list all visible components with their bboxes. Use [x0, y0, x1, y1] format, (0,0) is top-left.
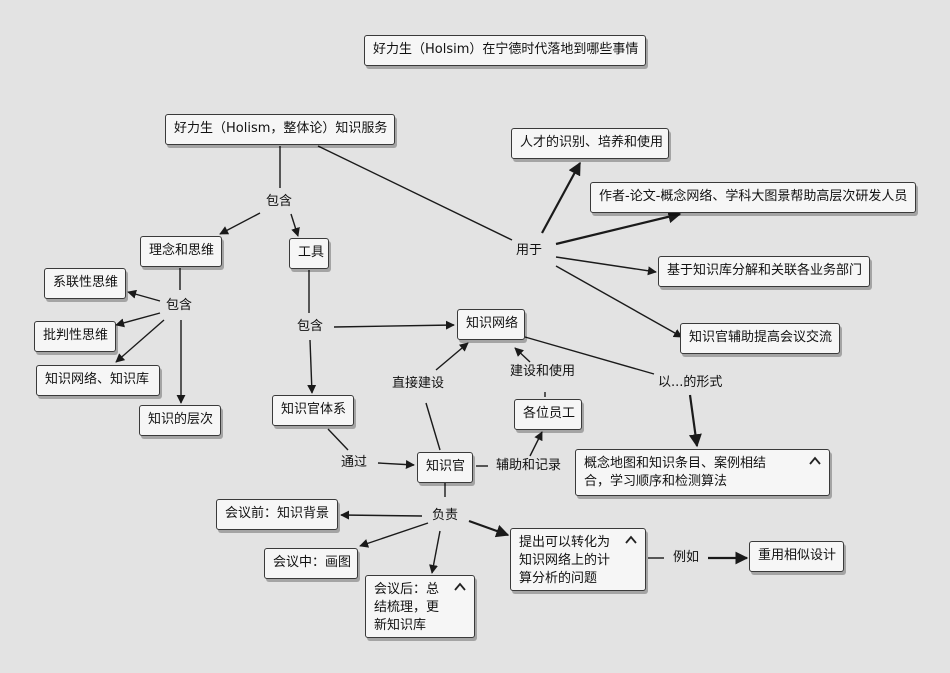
critical-thinking-text: 批判性思维 [43, 328, 109, 343]
edge-usedfor-decompose [555, 256, 657, 276]
collapse-caret-icon[interactable] [625, 535, 637, 545]
knowledge-officer-system-node[interactable]: 知识官体系 [272, 395, 354, 426]
edge-contains2-critical [115, 312, 161, 328]
author-paper-text: 作者-论文-概念网络、学科大图景帮助高层次研发人员 [599, 189, 908, 204]
label-through: 通过 [339, 454, 370, 472]
talent-text: 人才的识别、培养和使用 [520, 135, 664, 150]
collapse-caret-icon[interactable] [809, 456, 821, 466]
edge-builduse-network [514, 347, 531, 363]
title-text: 好力生（Holsim）在宁德时代落地到哪些事情 [373, 42, 639, 57]
meeting-during-text: 会议中：画图 [273, 555, 352, 570]
author-paper-node[interactable]: 作者-论文-概念网络、学科大图景帮助高层次研发人员 [590, 182, 916, 213]
edge-responsible-problems [468, 519, 510, 538]
knowledge-levels-node[interactable]: 知识的层次 [139, 405, 221, 436]
label-in-form-of: 以...的形式 [656, 374, 725, 392]
knowledge-network-text: 知识网络 [466, 316, 519, 331]
critical-thinking-node[interactable]: 批判性思维 [34, 321, 116, 352]
knowledge-officer-system-text: 知识官体系 [281, 402, 347, 417]
title-node[interactable]: 好力生（Holsim）在宁德时代落地到哪些事情 [364, 35, 646, 66]
edge-contains-concept [219, 212, 261, 235]
edge-officer-directbuild [425, 402, 441, 451]
knowledge-officer-text: 知识官 [426, 459, 466, 474]
label-assist-record: 辅助和记录 [494, 457, 564, 475]
edge-contains-tools [290, 213, 300, 237]
edge-service-usedfor [317, 145, 513, 241]
edge-through-officer [377, 460, 415, 470]
decompose-departments-text: 基于知识库分解和关联各业务部门 [667, 263, 863, 278]
label-for-example: 例如 [671, 549, 702, 567]
systems-thinking-node[interactable]: 系联性思维 [44, 268, 126, 299]
meeting-during-node[interactable]: 会议中：画图 [264, 548, 358, 579]
talent-node[interactable]: 人才的识别、培养和使用 [511, 128, 669, 159]
label-responsible: 负责 [430, 507, 461, 525]
meeting-after-text: 会议后：总结梳理，更新知识库 [374, 582, 440, 633]
label-direct-build: 直接建设 [390, 375, 447, 393]
reuse-design-node[interactable]: 重用相似设计 [749, 541, 844, 572]
tools-node[interactable]: 工具 [289, 238, 329, 269]
meeting-exchange-text: 知识官辅助提高会议交流 [689, 330, 833, 345]
knowledge-network-node[interactable]: 知识网络 [457, 309, 525, 340]
concept-thinking-text: 理念和思维 [149, 243, 215, 258]
edge-contains3-network [333, 320, 455, 330]
knowledge-network-base-text: 知识网络、知识库 [45, 372, 150, 387]
label-build-use: 建设和使用 [508, 363, 578, 381]
decompose-departments-node[interactable]: 基于知识库分解和关联各业务部门 [658, 256, 870, 287]
edge-contains2-systems [127, 289, 161, 302]
edge-system-through [327, 428, 349, 451]
edge-network-forms [524, 336, 655, 375]
edge-directbuild-network [435, 342, 469, 371]
knowledge-officer-node[interactable]: 知识官 [417, 452, 473, 483]
concept-thinking-node[interactable]: 理念和思维 [140, 236, 222, 267]
holism-service-text: 好力生（Holism，整体论）知识服务 [174, 121, 388, 136]
edge-forms-conceptmap [688, 394, 702, 448]
label-contains-1: 包含 [264, 193, 295, 211]
edge-assist-employees [529, 431, 543, 457]
computable-problems-text: 提出可以转化为知识网络上的计算分析的问题 [519, 535, 611, 586]
holism-service-node[interactable]: 好力生（Holism，整体论）知识服务 [165, 114, 395, 145]
label-used-for: 用于 [514, 242, 545, 260]
edge-contains3-system [307, 339, 317, 394]
edge-contains2-kn [115, 319, 165, 363]
concept-map-forms-node[interactable]: 概念地图和知识条目、案例相结合，学习顺序和检测算法 [575, 449, 830, 496]
systems-thinking-text: 系联性思维 [53, 275, 119, 290]
knowledge-levels-text: 知识的层次 [148, 412, 214, 427]
edge-usedfor-meeting [555, 265, 683, 338]
reuse-design-text: 重用相似设计 [758, 548, 837, 563]
label-contains-3: 包含 [295, 318, 326, 336]
meeting-before-text: 会议前：知识背景 [225, 506, 330, 521]
tools-text: 工具 [298, 245, 325, 260]
computable-problems-node[interactable]: 提出可以转化为知识网络上的计算分析的问题 [510, 528, 646, 591]
employees-text: 各位员工 [523, 406, 576, 421]
label-contains-2: 包含 [164, 297, 195, 315]
meeting-after-node[interactable]: 会议后：总结梳理，更新知识库 [365, 575, 475, 638]
employees-node[interactable]: 各位员工 [514, 399, 582, 430]
edge-responsible-before [340, 510, 423, 520]
meeting-exchange-node[interactable]: 知识官辅助提高会议交流 [680, 323, 840, 354]
edge-usedfor-talent [541, 161, 581, 234]
collapse-caret-icon[interactable] [454, 582, 466, 592]
concept-map-forms-text: 概念地图和知识条目、案例相结合，学习顺序和检测算法 [584, 456, 767, 489]
edge-responsible-after [429, 530, 441, 574]
knowledge-network-base-node[interactable]: 知识网络、知识库 [36, 365, 160, 396]
edge-usedfor-author [555, 210, 682, 246]
edge-responsible-during [359, 522, 429, 548]
meeting-before-node[interactable]: 会议前：知识背景 [216, 499, 338, 530]
